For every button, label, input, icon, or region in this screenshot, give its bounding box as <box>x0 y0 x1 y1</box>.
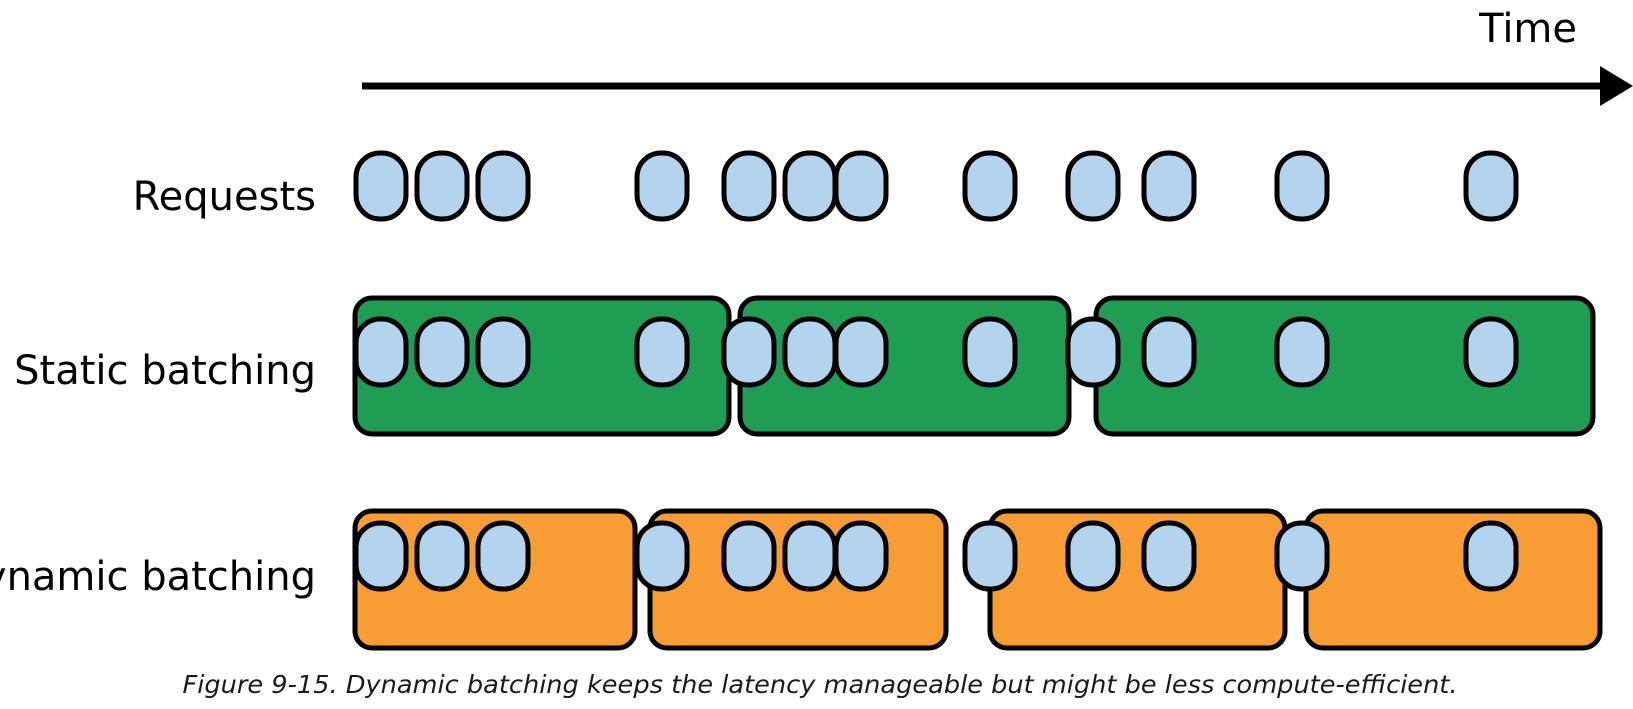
requests-request-4 <box>634 150 690 222</box>
dynamic-request-9 <box>1065 520 1121 592</box>
requests-request-12 <box>1463 150 1519 222</box>
requests-request-8 <box>962 150 1018 222</box>
request-pills <box>353 150 1519 592</box>
static-request-1 <box>353 316 409 388</box>
static-request-5 <box>721 316 777 388</box>
requests-request-1 <box>353 150 409 222</box>
time-axis-arrowhead <box>1600 66 1633 106</box>
static-request-12 <box>1463 316 1519 388</box>
static-request-4 <box>634 316 690 388</box>
dynamic-request-8 <box>962 520 1018 592</box>
static-request-3 <box>475 316 531 388</box>
requests-request-9 <box>1065 150 1121 222</box>
row-label-static-batching: Static batching <box>14 348 316 394</box>
requests-request-3 <box>475 150 531 222</box>
static-request-7 <box>833 316 889 388</box>
row-label-dynamic-batching: Dynamic batching <box>0 554 316 600</box>
dynamic-request-4 <box>634 520 690 592</box>
dynamic-request-1 <box>353 520 409 592</box>
static-request-8 <box>962 316 1018 388</box>
requests-request-2 <box>414 150 470 222</box>
dynamic-request-10 <box>1141 520 1197 592</box>
requests-request-5 <box>721 150 777 222</box>
dynamic-request-11 <box>1274 520 1330 592</box>
row-label-requests: Requests <box>133 174 316 220</box>
static-request-10 <box>1141 316 1197 388</box>
dynamic-request-12 <box>1463 520 1519 592</box>
dynamic-request-3 <box>475 520 531 592</box>
dynamic-request-6 <box>782 520 838 592</box>
static-request-6 <box>782 316 838 388</box>
requests-request-6 <box>782 150 838 222</box>
static-request-11 <box>1274 316 1330 388</box>
time-axis: Time <box>362 6 1633 106</box>
static-request-9 <box>1065 316 1121 388</box>
dynamic-request-7 <box>833 520 889 592</box>
dynamic-batch-4 <box>1303 508 1603 651</box>
requests-request-7 <box>833 150 889 222</box>
requests-request-10 <box>1141 150 1197 222</box>
dynamic-request-2 <box>414 520 470 592</box>
dynamic-batch-3 <box>987 508 1288 651</box>
static-request-2 <box>414 316 470 388</box>
figure-caption: Figure 9-15. Dynamic batching keeps the … <box>183 670 1458 699</box>
dynamic-request-5 <box>721 520 777 592</box>
requests-request-11 <box>1274 150 1330 222</box>
time-axis-title: Time <box>1478 6 1577 52</box>
